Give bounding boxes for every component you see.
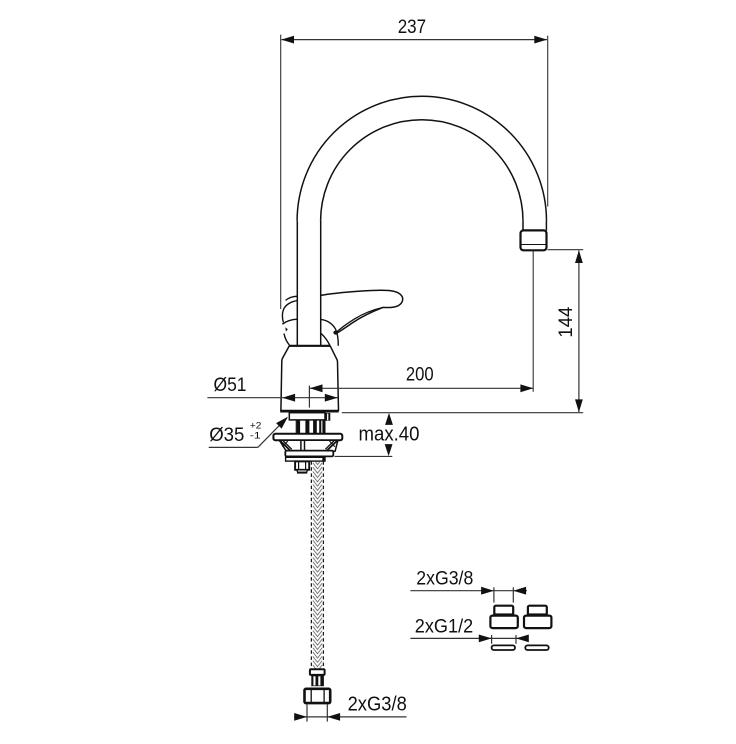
svg-text:144: 144 bbox=[555, 306, 577, 337]
svg-text:-1: -1 bbox=[250, 431, 261, 442]
svg-text:237: 237 bbox=[398, 16, 426, 38]
svg-text:2xG1/2: 2xG1/2 bbox=[415, 615, 473, 637]
svg-text:Ø51: Ø51 bbox=[214, 374, 247, 396]
svg-text:+2: +2 bbox=[250, 421, 262, 432]
svg-text:max.40: max.40 bbox=[359, 423, 420, 446]
svg-text:2xG3/8: 2xG3/8 bbox=[416, 568, 473, 590]
svg-text:200: 200 bbox=[406, 364, 434, 386]
svg-text:Ø35: Ø35 bbox=[209, 424, 244, 446]
svg-text:2xG3/8: 2xG3/8 bbox=[348, 692, 407, 715]
